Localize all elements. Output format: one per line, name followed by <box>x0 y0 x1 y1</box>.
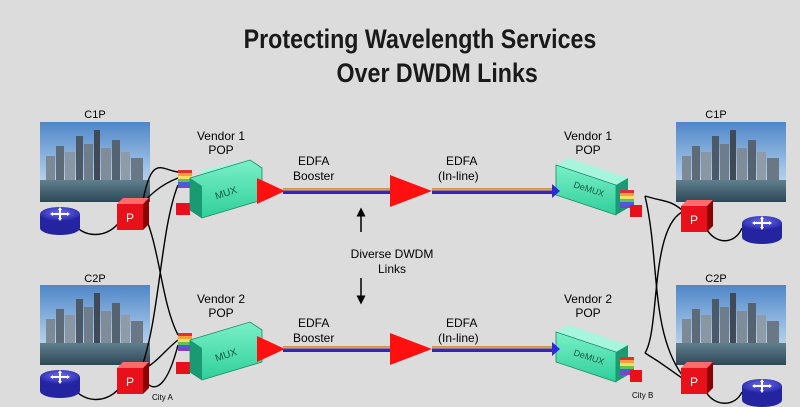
label-c1p-right: C1P <box>705 109 726 121</box>
mux-device-top: MUX <box>176 159 263 219</box>
city-image-c2p-left <box>40 285 150 365</box>
demux-device-bottom: DeMUX <box>555 325 642 383</box>
pop-label-v2-right-line2: POP <box>575 306 600 320</box>
edfa-inline-label-top-line1: EDFA <box>446 154 477 168</box>
pop-label-v1-right-line1: Vendor 1 <box>564 129 612 143</box>
diagram-title: Protecting Wavelength Services Over DWDM… <box>196 22 643 90</box>
city-a-label: City A <box>152 393 174 402</box>
router-icon-c1p-left <box>39 206 81 236</box>
edfa-inline-label-bottom-line1: EDFA <box>446 316 477 330</box>
p-router-left-bottom: P <box>117 362 149 394</box>
diverse-label-line1: Diverse DWDM <box>351 247 434 261</box>
dwdm-link-top <box>283 184 560 198</box>
pop-label-v2-right-line1: Vendor 2 <box>564 292 612 306</box>
pop-label-v1-left-line1: Vendor 1 <box>197 129 245 143</box>
title-line-1: Protecting Wavelength Services <box>243 24 597 54</box>
router-icon-c1p-right <box>741 215 783 245</box>
edfa-inline-amp-bottom <box>390 333 432 365</box>
svg-text:P: P <box>126 211 134 225</box>
edfa-booster-label-top-line1: EDFA <box>298 154 329 168</box>
city-image-c1p-right <box>676 122 786 202</box>
svg-text:P: P <box>126 375 134 389</box>
edfa-inline-amp-top <box>390 175 432 207</box>
edfa-booster-label-top-line2: Booster <box>293 169 334 183</box>
demux-device-top: DeMUX <box>555 158 642 217</box>
city-b-label: City B <box>632 391 653 400</box>
dwdm-link-bottom <box>283 342 560 356</box>
edfa-booster-label-bottom-line1: EDFA <box>298 316 329 330</box>
pop-label-v1-right-line2: POP <box>575 143 600 157</box>
pop-label-v1-left-line2: POP <box>208 143 233 157</box>
svg-text:P: P <box>690 213 698 227</box>
label-c2p-right: C2P <box>705 273 726 285</box>
cross-connect-lines <box>69 167 743 404</box>
p-router-right-bottom: P <box>681 362 713 394</box>
edfa-booster-label-bottom-line2: Booster <box>293 331 334 345</box>
router-icon-c2p-right <box>741 378 783 407</box>
router-icon-c2p-left <box>39 369 81 399</box>
title-line-2: Over DWDM Links <box>336 58 538 88</box>
edfa-booster-amp-bottom <box>257 336 285 362</box>
mux-device-bottom: MUX <box>176 321 263 381</box>
p-router-right-top: P <box>681 200 713 232</box>
edfa-inline-label-bottom-line2: (In-line) <box>438 331 479 345</box>
pop-label-v2-left-line1: Vendor 2 <box>197 292 245 306</box>
label-c2p-left: C2P <box>84 273 105 285</box>
city-image-c1p-left <box>40 122 150 202</box>
pop-label-v2-left-line2: POP <box>208 306 233 320</box>
label-c1p-left: C1P <box>84 109 105 121</box>
city-image-c2p-right <box>676 285 786 365</box>
edfa-inline-label-top-line2: (In-line) <box>438 169 479 183</box>
p-router-left-top: P <box>117 198 149 230</box>
edfa-booster-amp-top <box>257 178 285 204</box>
diverse-label-line2: Links <box>378 262 406 276</box>
svg-text:P: P <box>690 375 698 389</box>
